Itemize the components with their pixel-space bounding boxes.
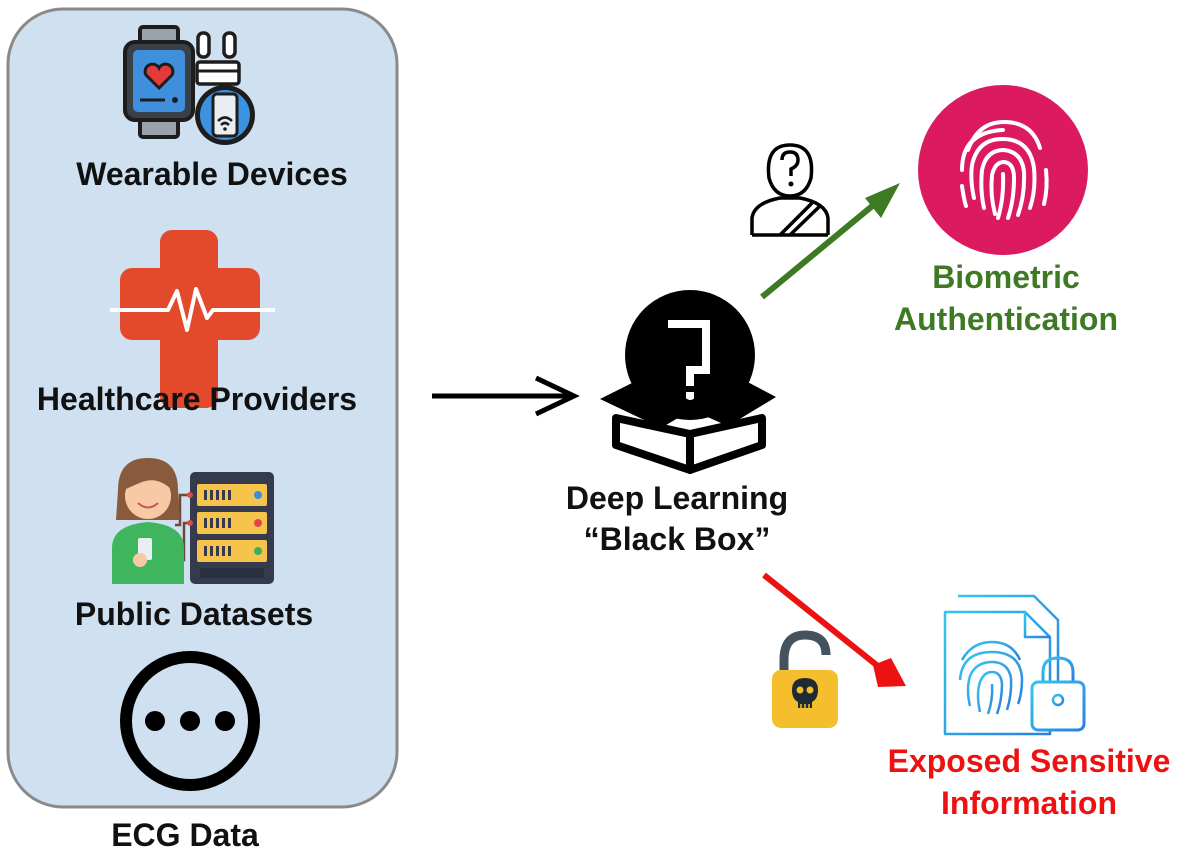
information-line2: Information [941,785,1117,821]
authentication-line2: Authentication [894,301,1118,337]
red-arrow-to-exposed [762,572,906,687]
healthcare-providers-label: Healthcare Providers [36,381,358,417]
exposed-sensitive-line1: Exposed Sensitive [887,743,1171,779]
person-server-icon [112,458,274,584]
biometric-line1: Biometric [932,259,1080,295]
wearable-devices-label: Wearable Devices [76,156,348,192]
exposed-sensitive-information-label: Exposed Sensitive Information [888,740,1171,824]
fingerprint-document-lock-icon [943,594,1086,736]
green-arrow-to-biometric [760,183,900,300]
question-box-icon [600,290,776,474]
input-arrow [432,375,580,417]
ecg-data-label: ECG Data [111,817,259,853]
medical-cross-heartbeat-icon [110,230,275,408]
fingerprint-icon [918,85,1088,255]
more-ellipsis-icon [120,651,260,791]
smartwatch-earbuds-phone-icon [123,25,255,145]
public-datasets-label: Public Datasets [74,596,314,632]
biometric-authentication-label: Biometric Authentication [894,256,1118,340]
unlocked-skull-padlock-icon [772,630,838,728]
deep-learning-black-box-label: Deep Learning “Black Box” [566,478,788,560]
person-question-icon [750,143,830,237]
deep-learning-line1: Deep Learning [565,480,789,516]
black-box-line2: “Black Box” [583,521,771,557]
